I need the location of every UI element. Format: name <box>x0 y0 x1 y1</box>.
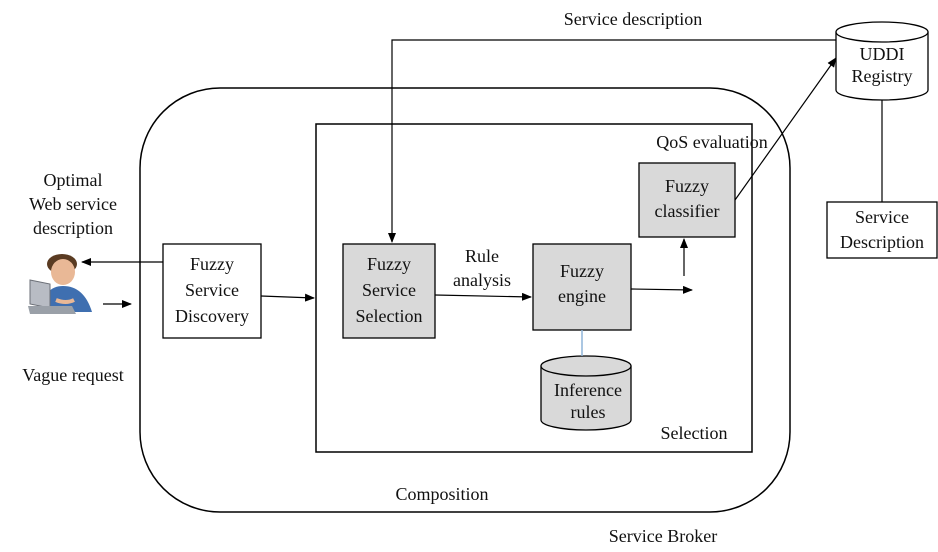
discovery-line3: Discovery <box>175 306 249 326</box>
selection-label: Selection <box>661 423 728 443</box>
service-description-line1: Service <box>855 207 909 227</box>
fuzzy-engine-box: Fuzzy engine <box>532 243 632 331</box>
selection-box-line1: Fuzzy <box>367 254 411 274</box>
optimal-label-line2: Web service <box>29 194 117 214</box>
service-description-flow <box>388 39 836 243</box>
discovery-line2: Service <box>185 280 239 300</box>
optimal-label-line3: description <box>33 218 113 238</box>
selection-box-line3: Selection <box>356 306 423 326</box>
composition-label: Composition <box>395 484 488 504</box>
arrow-engine-out <box>630 285 693 294</box>
fuzzy-classifier-box: Fuzzy classifier <box>638 162 736 238</box>
fuzzy-service-discovery-box: Fuzzy Service Discovery <box>162 243 262 339</box>
optimal-label-line1: Optimal <box>44 170 103 190</box>
inference-line1: Inference <box>554 380 622 400</box>
uddi-label-line2: Registry <box>852 66 913 86</box>
engine-line1: Fuzzy <box>560 261 604 281</box>
uddi-label-line1: UDDI <box>860 44 905 64</box>
rule-analysis-line1: Rule <box>465 246 499 266</box>
service-broker-container <box>139 87 791 513</box>
discovery-line1: Fuzzy <box>190 254 234 274</box>
service-description-line2: Description <box>840 232 924 252</box>
uddi-registry-database: UDDI Registry <box>835 21 929 101</box>
engine-line2: engine <box>558 286 606 306</box>
classifier-line2: classifier <box>655 201 720 221</box>
classifier-line1: Fuzzy <box>665 176 709 196</box>
user-at-laptop-icon <box>27 254 99 316</box>
arrow-discovery-to-selection <box>260 293 315 302</box>
rule-analysis-line2: analysis <box>453 270 511 290</box>
service-description-box: Service Description <box>826 201 938 259</box>
fuzzy-service-selection-box: Fuzzy Service Selection <box>342 243 436 339</box>
selection-box-line2: Service <box>362 280 416 300</box>
inference-line2: rules <box>571 402 606 422</box>
service-description-top-label: Service description <box>564 9 702 29</box>
arrow-selection-to-engine <box>434 292 532 301</box>
vague-request-label: Vague request <box>22 365 123 385</box>
arrow-classifier-to-uddi <box>734 57 837 201</box>
qos-evaluation-label: QoS evaluation <box>656 132 767 152</box>
selection-container <box>315 123 753 453</box>
inference-rules-database: Inference rules <box>540 355 632 431</box>
service-broker-label: Service Broker <box>609 526 717 546</box>
